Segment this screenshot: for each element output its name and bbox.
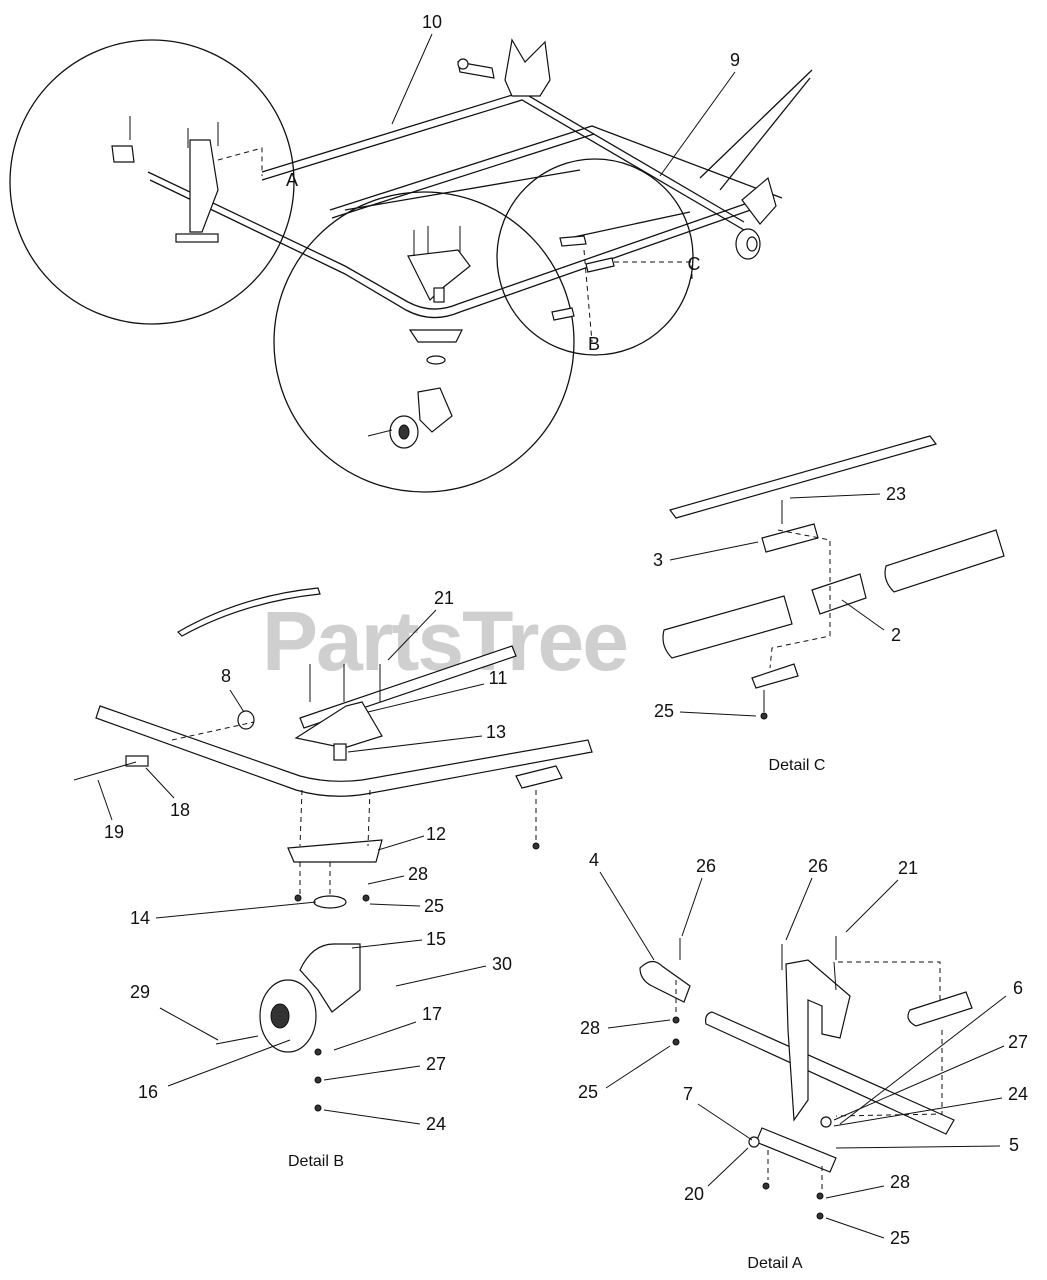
callout-24-b: 24: [426, 1114, 446, 1134]
callout-30: 30: [492, 954, 512, 974]
callout-23: 23: [886, 484, 906, 504]
detail-c-circle: [496, 158, 694, 356]
detail-a-assembly: [639, 936, 973, 1220]
callout-28-a2: 28: [890, 1172, 910, 1192]
callout-7: 7: [683, 1084, 693, 1104]
callout-15: 15: [426, 929, 446, 949]
callout-14: 14: [130, 908, 150, 928]
detail-marker-a: A: [286, 170, 298, 190]
callout-25-c: 25: [654, 701, 674, 721]
callout-8: 8: [221, 666, 231, 686]
detail-a-circle: [9, 39, 295, 325]
callout-18: 18: [170, 800, 190, 820]
callout-12: 12: [426, 824, 446, 844]
callout-25-b: 25: [424, 896, 444, 916]
callout-24-a: 24: [1008, 1084, 1028, 1104]
callout-10: 10: [422, 12, 442, 32]
callout-27-a: 27: [1008, 1032, 1028, 1052]
callout-28-b: 28: [408, 864, 428, 884]
caption-detail-a: Detail A: [747, 1255, 802, 1272]
callout-5: 5: [1009, 1135, 1019, 1155]
callout-25-a2: 25: [890, 1228, 910, 1248]
detail-b-circle: [273, 191, 575, 493]
callout-21-a: 21: [898, 858, 918, 878]
callout-19: 19: [104, 822, 124, 842]
detail-b-assembly: [73, 587, 593, 1112]
callout-13: 13: [486, 722, 506, 742]
callout-16: 16: [138, 1082, 158, 1102]
overview-assembly: [9, 38, 813, 493]
callout-28-a1: 28: [580, 1018, 600, 1038]
detail-marker-b: B: [588, 334, 600, 354]
callout-9: 9: [730, 50, 740, 70]
callout-25-a1: 25: [578, 1082, 598, 1102]
callout-26-a1: 26: [696, 856, 716, 876]
caption-detail-b: Detail B: [288, 1153, 344, 1170]
detail-marker-c: C: [688, 254, 701, 274]
callout-29: 29: [130, 982, 150, 1002]
caption-detail-c: Detail C: [769, 757, 826, 774]
detail-c-assembly: [662, 435, 1005, 720]
callout-6: 6: [1013, 978, 1023, 998]
callout-2: 2: [891, 625, 901, 645]
callout-11: 11: [489, 668, 508, 688]
callout-20: 20: [684, 1184, 704, 1204]
callout-26-a2: 26: [808, 856, 828, 876]
callout-27-b: 27: [426, 1054, 446, 1074]
callout-17: 17: [422, 1004, 442, 1024]
callout-3: 3: [653, 550, 663, 570]
callout-21-b: 21: [434, 588, 454, 608]
callout-4: 4: [589, 850, 599, 870]
